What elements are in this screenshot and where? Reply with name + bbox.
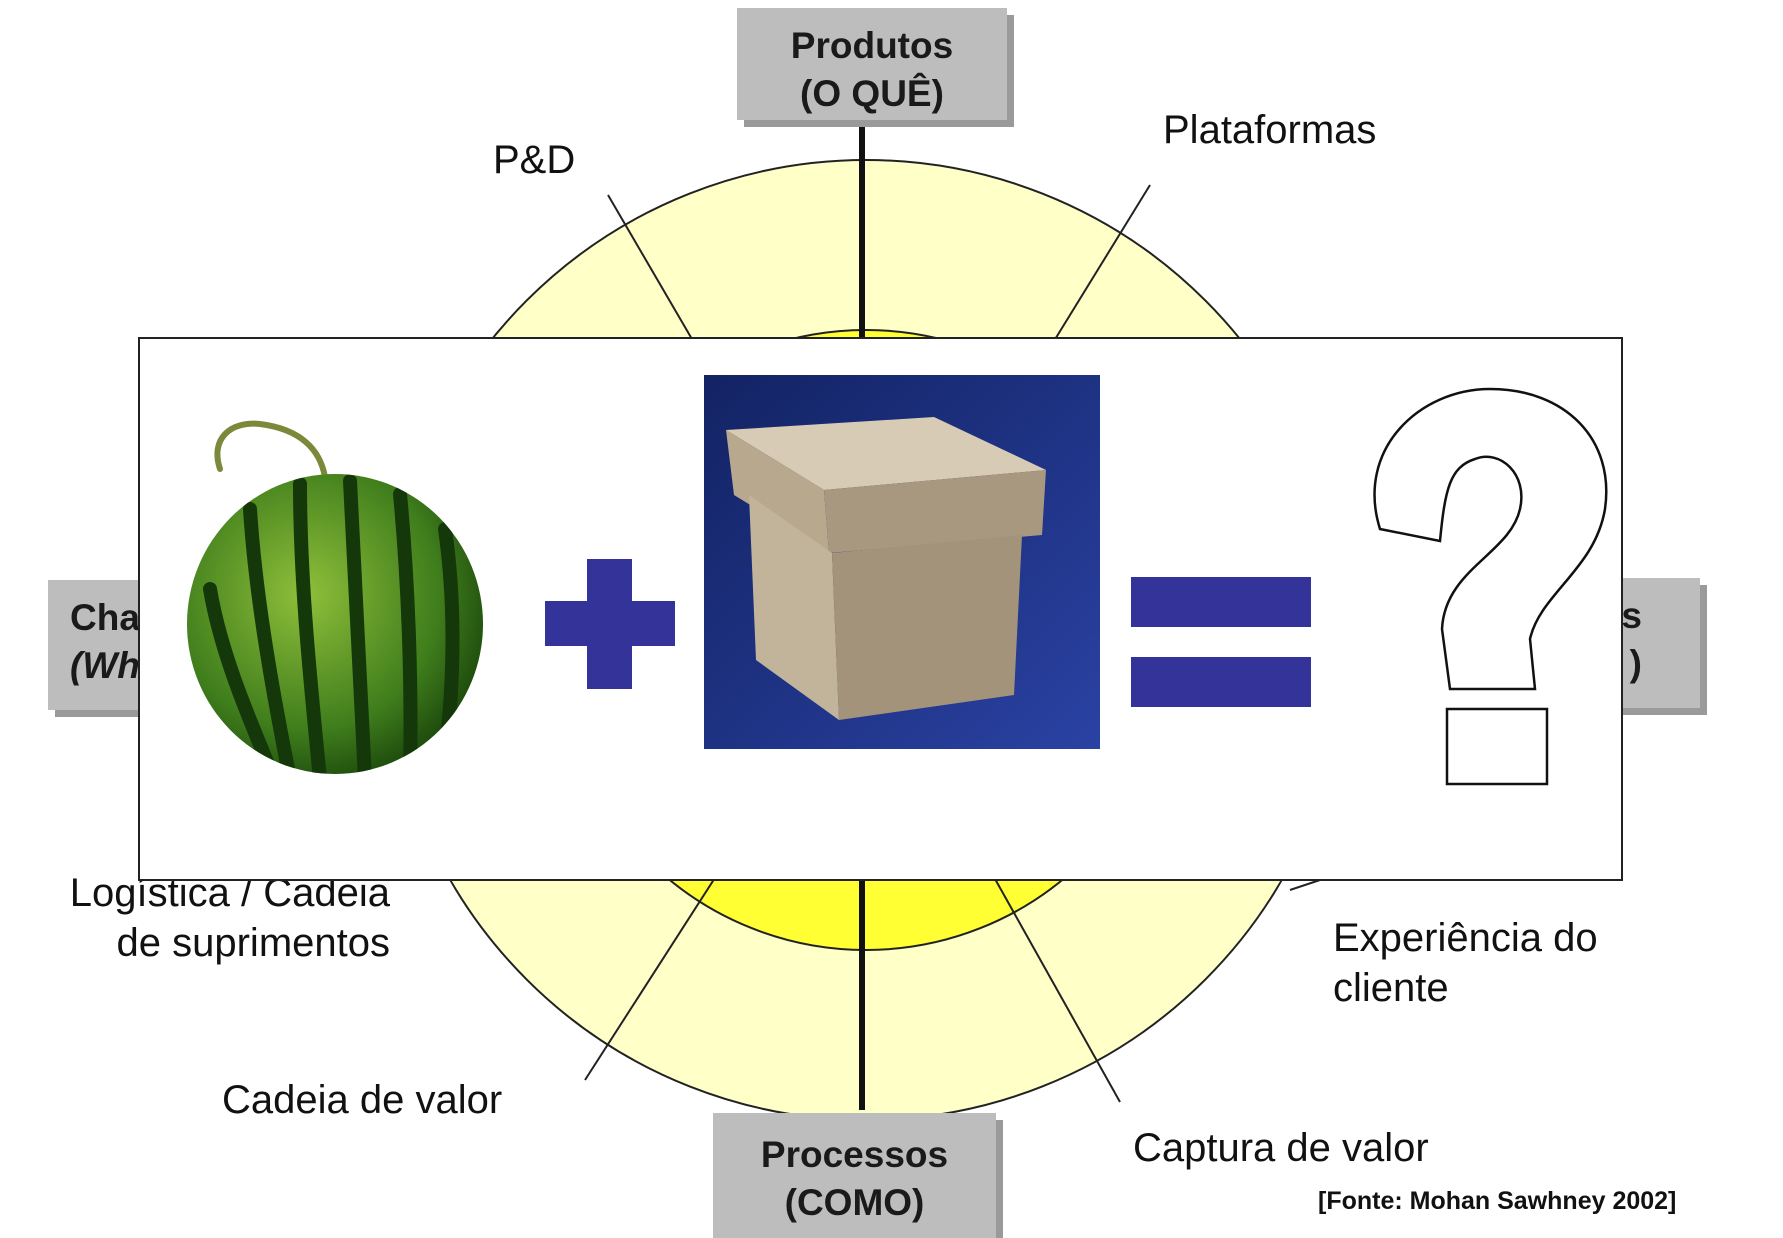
box-lid-side	[824, 470, 1046, 553]
customers-subtitle: )	[1629, 643, 1642, 685]
box-image	[704, 375, 1100, 749]
label-logistics-line2: de suprimentos	[116, 921, 390, 965]
products-subtitle: (O QUÊ)	[800, 73, 944, 115]
box-lid-front	[726, 430, 829, 553]
label-value-chain: Cadeia de valor	[222, 1078, 503, 1122]
processes-title: Processos	[760, 1134, 949, 1175]
label-value-capture: Captura de valor	[1133, 1126, 1429, 1170]
processes-subtitle: (COMO)	[784, 1182, 925, 1224]
channels-subtitle: (Wh	[70, 645, 140, 687]
label-experience: Experiência do cliente	[1333, 913, 1598, 1013]
spoke-value-capture	[989, 869, 1121, 1103]
products-box: Produtos (O QUÊ)	[737, 8, 1007, 120]
box-body-side	[832, 535, 1022, 720]
label-experience-line2: cliente	[1333, 966, 1449, 1010]
watermelon-image	[187, 420, 483, 774]
equation-overlay	[138, 337, 1623, 881]
label-rd: P&D	[493, 138, 576, 182]
plus-sign	[545, 559, 675, 689]
source-citation: [Fonte: Mohan Sawhney 2002]	[1318, 1187, 1677, 1215]
customers-title: s	[1621, 595, 1642, 636]
equals-sign	[1131, 577, 1311, 707]
spoke-experience	[1289, 879, 1321, 891]
processes-box: Processos (COMO)	[713, 1113, 996, 1238]
label-experience-line1: Experiência do	[1333, 916, 1598, 960]
products-title: Produtos	[790, 25, 954, 66]
box-lid-top	[726, 417, 1046, 490]
channels-title: Cha	[70, 597, 140, 638]
box-body-front	[749, 495, 839, 720]
spoke-value-chain	[584, 869, 721, 1081]
watermelon-stem	[214, 420, 328, 480]
label-logistics: Logística / Cadeia de suprimentos	[10, 868, 390, 968]
question-mark	[1373, 387, 1608, 786]
label-platforms: Plataformas	[1163, 108, 1377, 152]
